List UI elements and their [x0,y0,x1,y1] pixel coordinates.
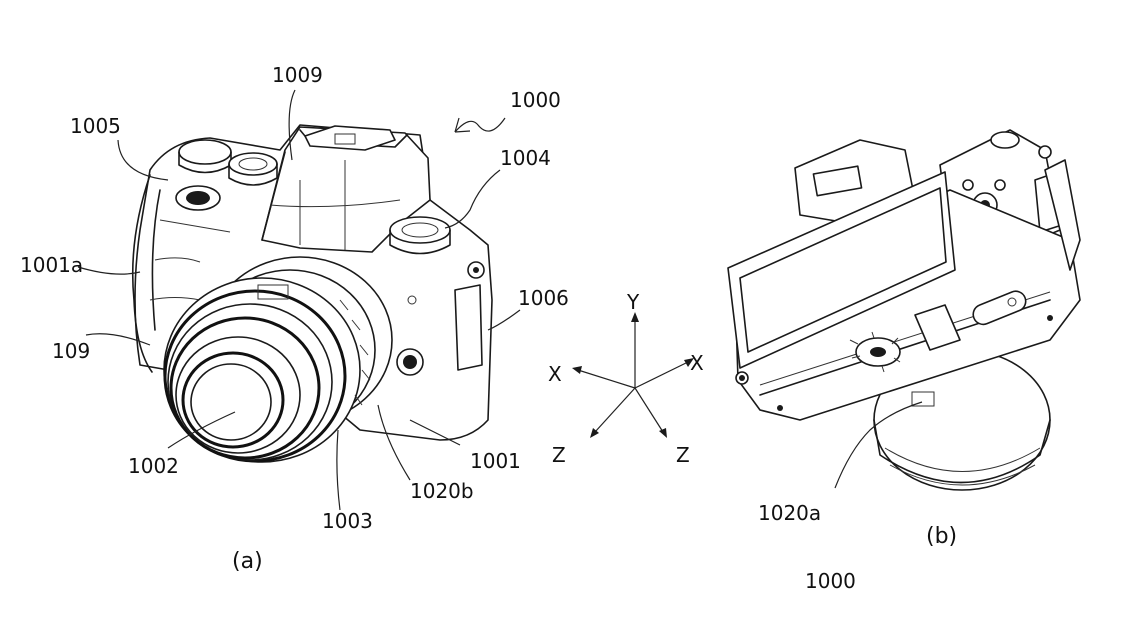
label-1020b: 1020b [410,479,474,503]
label-1001a: 1001a [20,253,83,277]
labels-a: 1009 1005 1000 1004 1001a 1006 109 1002 … [20,63,569,574]
control-dial-1 [228,152,278,186]
control-dial-2 [175,185,221,211]
axis-x-left-label: X [548,362,562,386]
caption-a: (a) [232,549,263,574]
camera-rear-view [727,129,1081,491]
label-1002: 1002 [128,454,179,478]
label-1000-a: 1000 [510,88,561,112]
label-109: 109 [52,339,90,363]
label-1004: 1004 [500,146,551,170]
labels-b: 1020a (b) 1000 [758,501,957,593]
axis-x-right-label: X [690,351,704,375]
leader-lines-a [77,89,521,511]
caption-b: (b) [926,524,957,549]
label-1009: 1009 [272,63,323,87]
axis-z-right-label: Z [676,443,690,467]
label-1000-b: 1000 [805,569,856,593]
tripod-socket [849,331,901,373]
axis-triad: Y X X Z Z [548,290,704,467]
battery-door-latch [972,290,1027,326]
label-1005: 1005 [70,114,121,138]
leader-1020a [834,401,923,489]
camera-front-view [131,124,493,463]
label-1006: 1006 [518,286,569,310]
axis-y-label: Y [626,290,640,314]
shutter-dial [389,216,451,255]
label-1020a: 1020a [758,501,821,525]
label-1001: 1001 [470,449,521,473]
label-1003: 1003 [322,509,373,533]
axis-z-left-label: Z [552,443,566,467]
